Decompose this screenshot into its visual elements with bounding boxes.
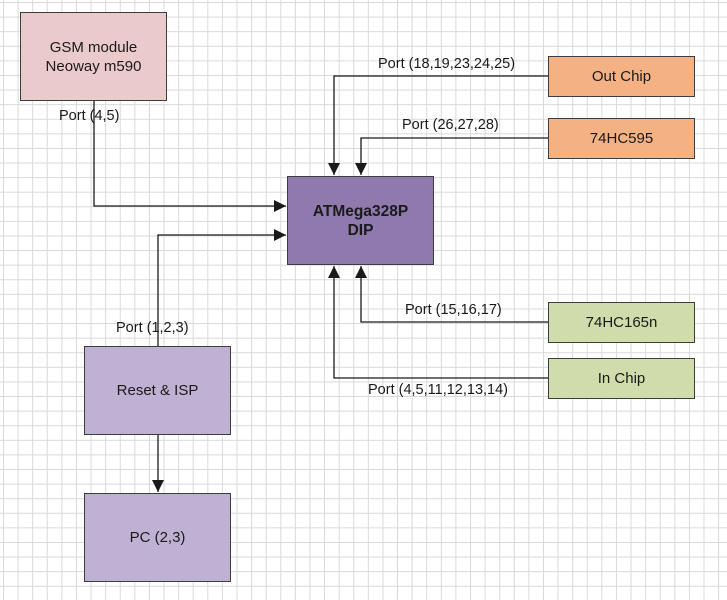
edge-gsm-to-mcu [93,101,286,212]
node-pc[interactable]: PC (2,3) [84,493,231,582]
edge-label-hc595-port: Port (26,27,28) [402,117,499,133]
edge-hc165-to-mcu [355,266,548,323]
edge-outchip-to-mcu [328,75,548,175]
edge-label-isp-port: Port (1,2,3) [116,320,189,336]
node-in-chip[interactable]: In Chip [548,358,695,399]
edge-label-gsm-port: Port (4,5) [59,108,120,124]
edge-label-inchip-port: Port (4,5,11,12,13,14) [368,382,508,398]
node-reset-isp[interactable]: Reset & ISP [84,346,231,435]
node-out-chip[interactable]: Out Chip [548,56,695,97]
node-74hc165n[interactable]: 74HC165n [548,302,695,343]
node-74hc595[interactable]: 74HC595 [548,118,695,159]
node-gsm-module[interactable]: GSM module Neoway m590 [20,12,167,101]
edge-isp-to-mcu [157,229,286,346]
node-atmega328p[interactable]: ATMega328P DIP [287,176,434,265]
edge-label-outchip-port: Port (18,19,23,24,25) [378,56,516,72]
edge-inchip-to-mcu [328,266,548,379]
edge-label-hc165-port: Port (15,16,17) [405,302,502,318]
edge-hc595-to-mcu [355,137,548,175]
